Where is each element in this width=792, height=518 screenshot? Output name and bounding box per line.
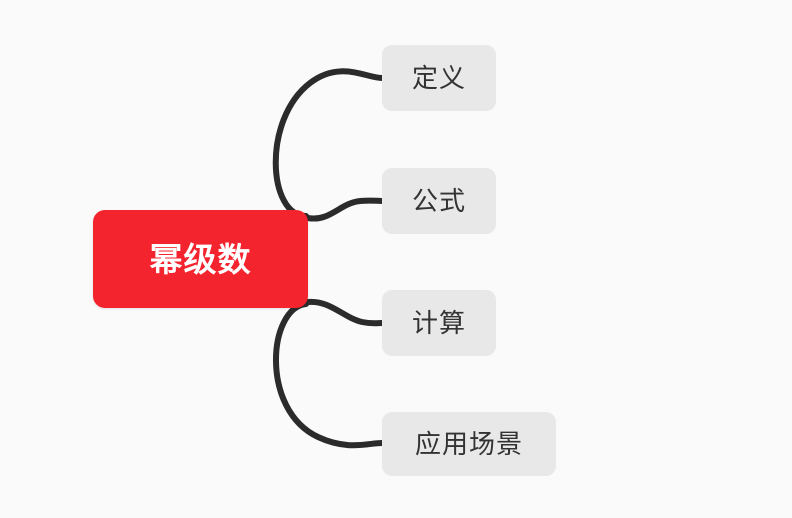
branch-node-application-label: 应用场景 (414, 429, 523, 459)
branch-node-definition[interactable]: 定义 (382, 45, 496, 111)
connector-to-definition (272, 68, 385, 219)
connector-to-calculation (305, 298, 385, 327)
branch-node-definition-label: 定义 (411, 63, 466, 93)
branch-node-calculation-label: 计算 (411, 308, 466, 338)
connector-to-formula (305, 197, 385, 222)
branch-node-formula[interactable]: 公式 (382, 168, 496, 234)
root-node[interactable]: 幂级数 (93, 210, 308, 308)
branch-node-formula-label: 公式 (411, 186, 466, 216)
branch-node-application[interactable]: 应用场景 (382, 412, 556, 476)
branch-node-calculation[interactable]: 计算 (382, 290, 496, 356)
root-node-label: 幂级数 (149, 240, 252, 278)
connector-to-application (273, 301, 385, 449)
